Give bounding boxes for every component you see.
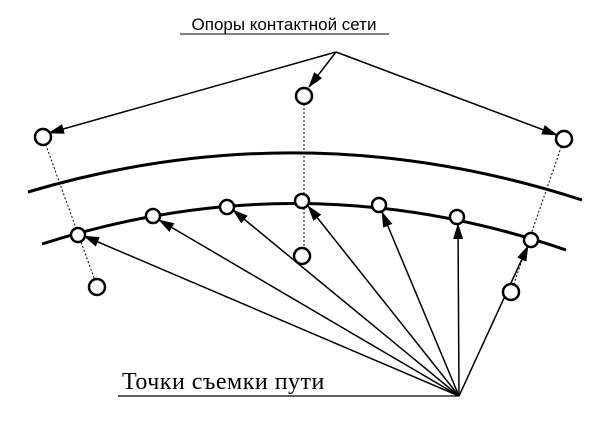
survey-points-label: Точки съемки пути	[122, 369, 325, 395]
support-left	[33, 127, 53, 147]
survey-arrows	[83, 205, 529, 397]
dotted-connectors	[42, 96, 565, 293]
support-arrows	[48, 51, 558, 136]
supports-label: Опоры контактной сети	[192, 15, 377, 34]
lower-circles	[87, 246, 521, 302]
rail-circles	[69, 192, 540, 249]
inner-rail	[41, 202, 567, 252]
support-circles	[33, 86, 574, 149]
outer-rail	[27, 151, 583, 202]
support-right	[554, 129, 574, 149]
support-middle	[294, 86, 314, 106]
